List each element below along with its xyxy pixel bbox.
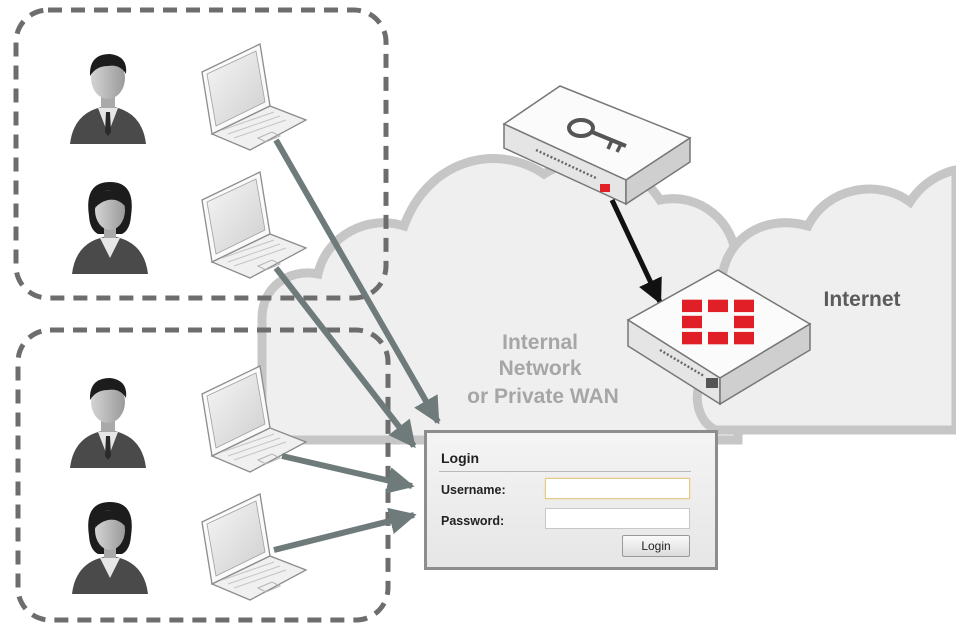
username-input[interactable]	[545, 478, 690, 499]
user-group-top	[13, 7, 389, 301]
internet-label: Internet	[823, 288, 900, 311]
key-icon	[567, 118, 627, 153]
laptop-to-login-arrow	[273, 266, 417, 449]
password-label: Password:	[441, 514, 505, 528]
laptop-to-login-arrow	[273, 507, 417, 553]
divider	[439, 471, 691, 472]
username-label: Username:	[441, 483, 506, 497]
login-title: Login	[441, 450, 480, 466]
businessman-icon	[70, 378, 146, 468]
auth-to-firewall-arrow	[609, 198, 663, 305]
fortinet-logo-icon	[682, 299, 754, 345]
firewall-appliance-icon	[626, 269, 812, 406]
laptop-to-login-arrow	[281, 453, 415, 494]
login-dialog: Login Username: Password: Login	[424, 430, 718, 570]
laptop-to-login-arrow	[273, 138, 441, 425]
laptop-icon	[201, 43, 307, 151]
businesswoman-icon	[72, 502, 148, 594]
password-input[interactable]	[545, 508, 690, 529]
login-button[interactable]: Login	[622, 535, 690, 557]
businesswoman-icon	[72, 182, 148, 274]
authentication-server-icon	[502, 85, 692, 206]
businessman-icon	[70, 54, 146, 144]
internal-network-label: Internal Network or Private WAN	[467, 331, 619, 408]
laptop-icon	[201, 171, 307, 279]
